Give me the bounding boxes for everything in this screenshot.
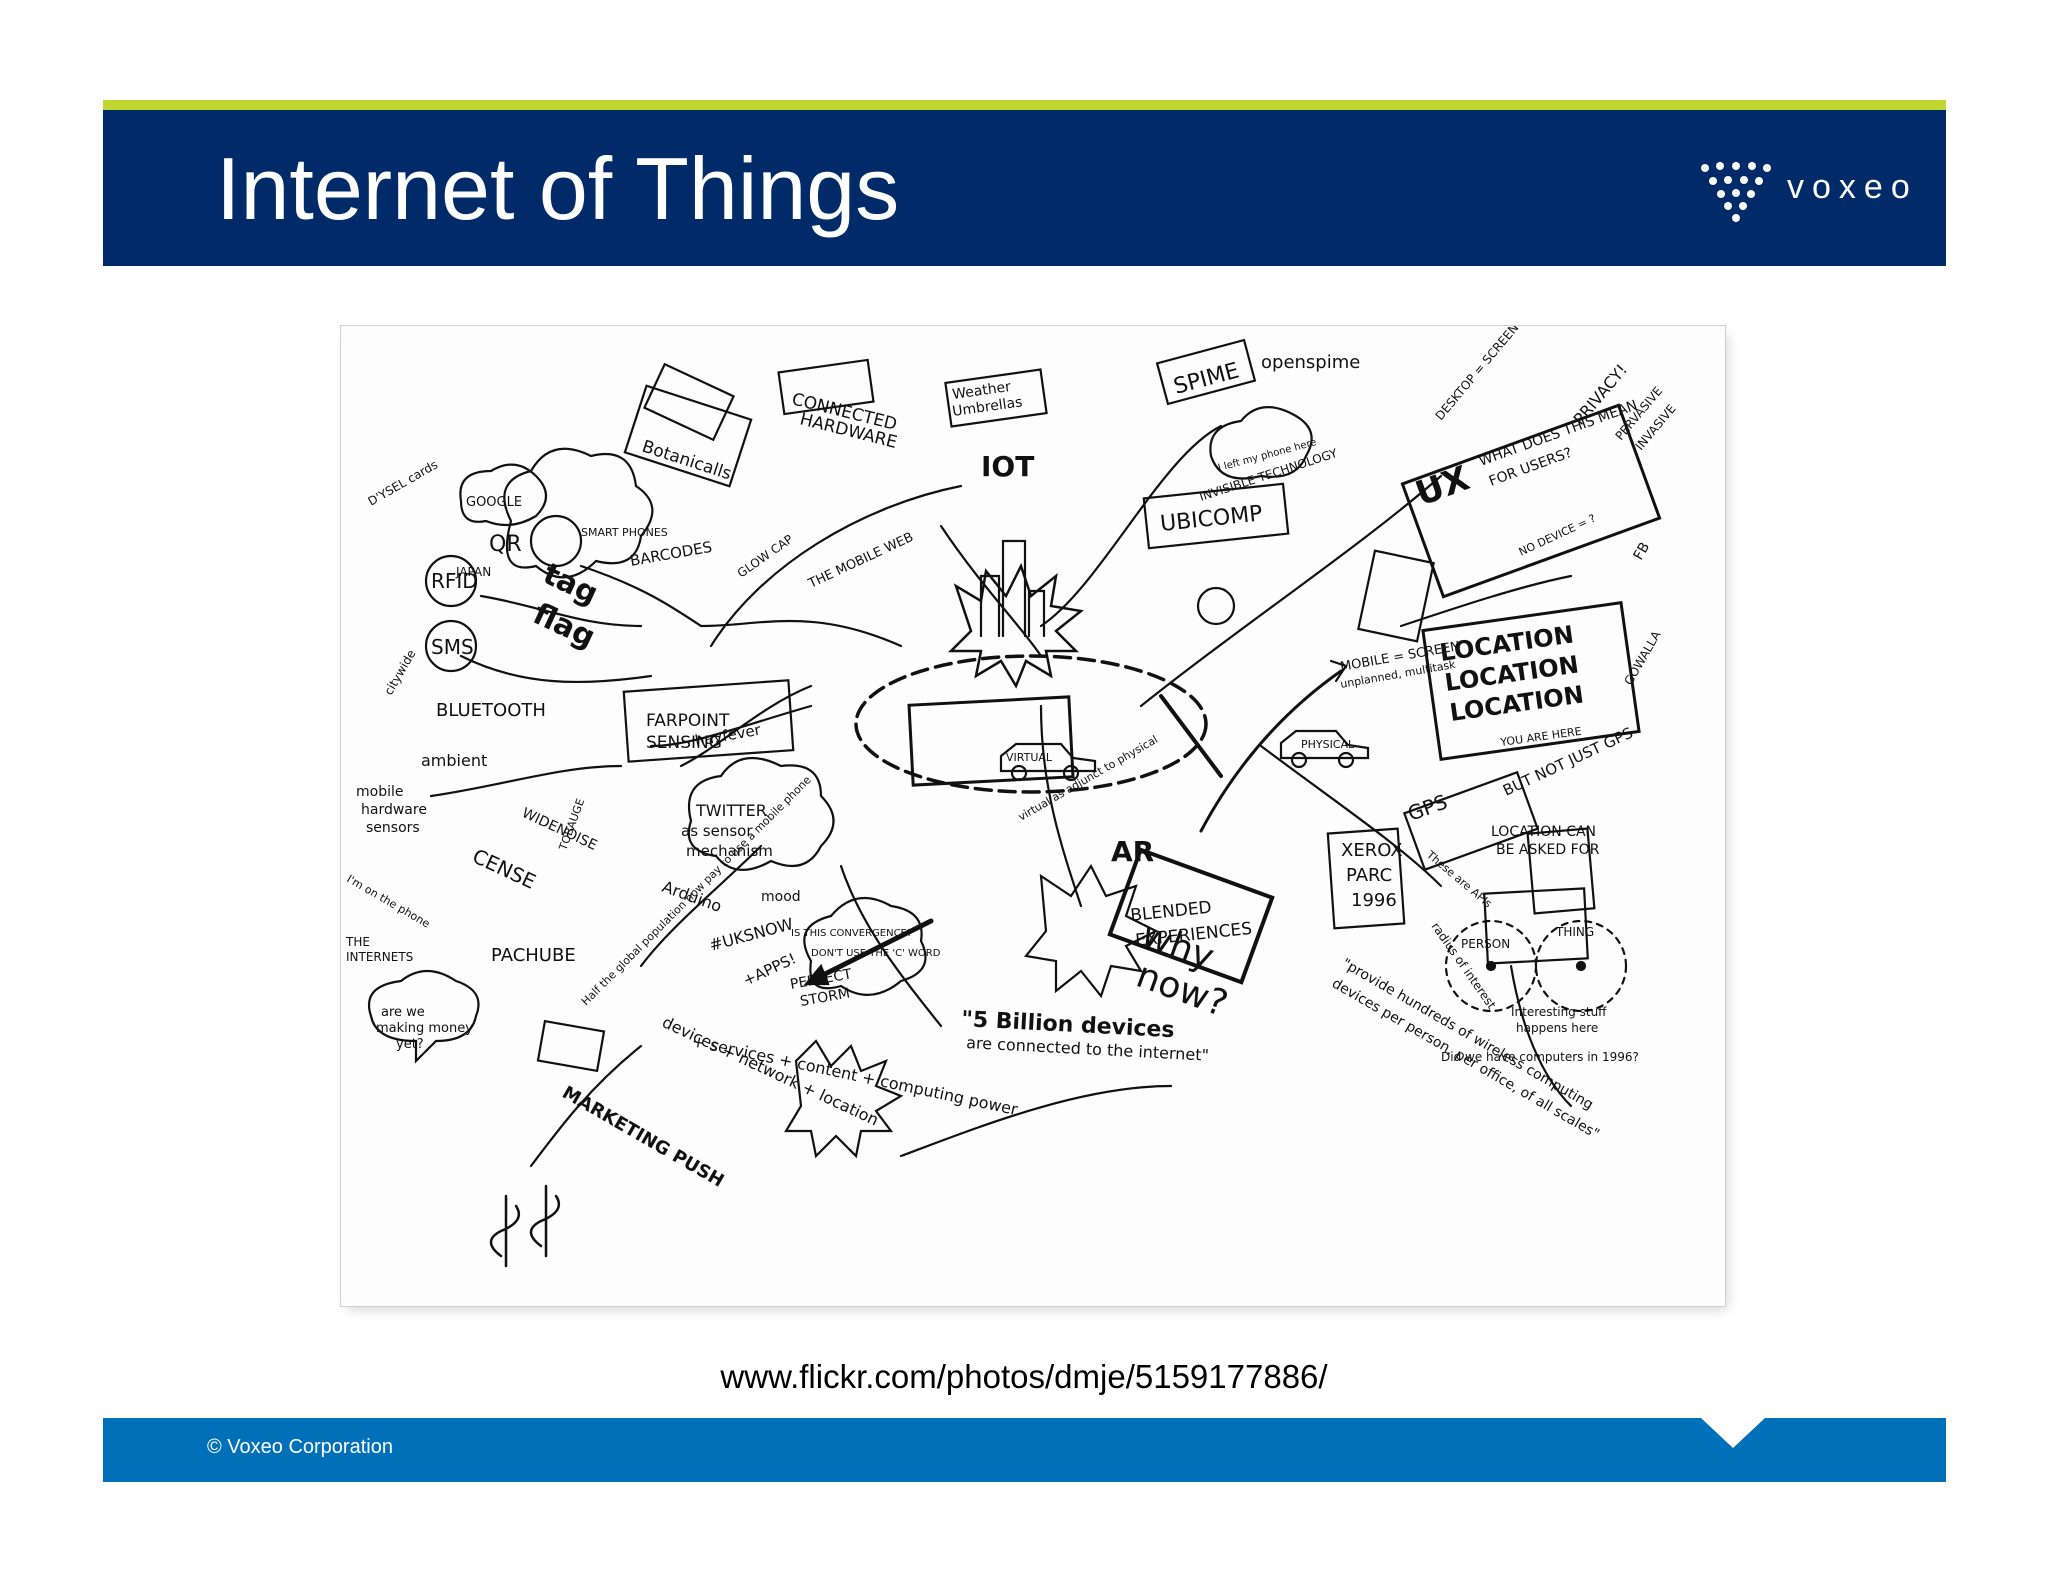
svg-text:UBICOMP: UBICOMP [1159,501,1264,537]
svg-text:ambient: ambient [421,751,487,770]
svg-text:#UKSNOW: #UKSNOW [707,914,795,955]
svg-text:yet?: yet? [396,1037,424,1052]
svg-text:D'YSEL cards: D'YSEL cards [366,457,441,508]
svg-text:mechanism: mechanism [686,842,773,860]
svg-text:PARC: PARC [1346,865,1392,886]
svg-text:IOT: IOT [981,450,1034,483]
svg-text:Interesting stuff: Interesting stuff [1511,1005,1607,1019]
svg-text:TWITTER: TWITTER [695,801,767,820]
svg-text:as sensor: as sensor [681,822,753,840]
svg-text:NO DEVICE = ?: NO DEVICE = ? [1517,512,1598,559]
svg-text:I'm on the phone: I'm on the phone [345,872,433,930]
copyright-text: © Voxeo Corporation [207,1436,393,1458]
svg-text:PACHUBE: PACHUBE [491,945,576,966]
svg-text:sensors: sensors [366,820,420,836]
footer-bar: © Voxeo Corporation [103,1418,1946,1482]
svg-text:PHYSICAL: PHYSICAL [1301,738,1355,751]
iot-mindmap-sketch: Botanicalls CONNECTED HARDWARE Weather U… [340,325,1726,1307]
logo-wordmark: voxeo [1787,168,1918,206]
svg-text:making money: making money [376,1021,473,1036]
svg-text:CENSE: CENSE [469,844,540,894]
svg-text:FB: FB [1631,540,1654,563]
svg-text:mobile: mobile [356,784,403,800]
svg-text:SMART PHONES: SMART PHONES [581,526,668,539]
svg-text:LOCATION CAN: LOCATION CAN [1491,824,1596,840]
svg-text:FARPOINT: FARPOINT [646,711,730,731]
svg-text:openspime: openspime [1261,352,1360,373]
svg-text:GPS: GPS [1405,789,1451,825]
svg-text:BLUETOOTH: BLUETOOTH [436,700,546,721]
svg-text:THE: THE [345,935,370,949]
title-bar: Internet of Things voxeo [103,110,1946,266]
svg-text:INTERNETS: INTERNETS [346,950,413,964]
accent-rule [103,100,1946,110]
svg-text:UX: UX [1410,458,1474,514]
svg-text:mood: mood [761,889,801,905]
svg-text:QR: QR [489,532,522,557]
svg-text:DESKTOP = SCREEN: DESKTOP = SCREEN [1433,326,1522,423]
svg-text:XEROX: XEROX [1341,840,1403,861]
svg-text:Did we have computers in 1996?: Did we have computers in 1996? [1441,1050,1639,1064]
sketch-drawing: Botanicalls CONNECTED HARDWARE Weather U… [345,326,1679,1268]
svg-text:JAPAN: JAPAN [455,565,491,579]
svg-text:AR: AR [1111,835,1154,868]
svg-text:THING: THING [1555,925,1594,939]
footer-notch [1701,1418,1765,1448]
svg-text:GLOW CAP: GLOW CAP [735,532,796,580]
svg-text:IS THIS CONVERGENCE?: IS THIS CONVERGENCE? [791,928,912,939]
svg-text:DON'T USE THE 'C' WORD: DON'T USE THE 'C' WORD [811,948,941,959]
svg-text:happens here: happens here [1516,1021,1598,1035]
svg-text:are we: are we [381,1005,425,1020]
voxeo-dots-icon [1701,162,1771,222]
svg-text:PERSON: PERSON [1461,937,1510,951]
svg-text:MARKETING PUSH: MARKETING PUSH [559,1082,728,1192]
svg-text:BE ASKED FOR: BE ASKED FOR [1496,842,1600,858]
image-source-link[interactable]: www.flickr.com/photos/dmje/5159177886/ [720,1358,1328,1395]
svg-text:GOOGLE: GOOGLE [466,495,522,510]
svg-text:SENSING: SENSING [646,733,722,753]
svg-text:1996: 1996 [1351,890,1397,911]
svg-text:BARCODES: BARCODES [629,538,714,570]
svg-text:citywide: citywide [381,647,418,697]
slide-title: Internet of Things [216,139,900,238]
svg-text:VIRTUAL: VIRTUAL [1006,751,1053,764]
svg-text:THE MOBILE WEB: THE MOBILE WEB [805,530,915,592]
svg-text:hardware: hardware [361,802,427,818]
voxeo-logo: voxeo [1695,158,1915,222]
svg-text:SMS: SMS [431,635,474,659]
svg-text:RFID: RFID [431,569,478,593]
